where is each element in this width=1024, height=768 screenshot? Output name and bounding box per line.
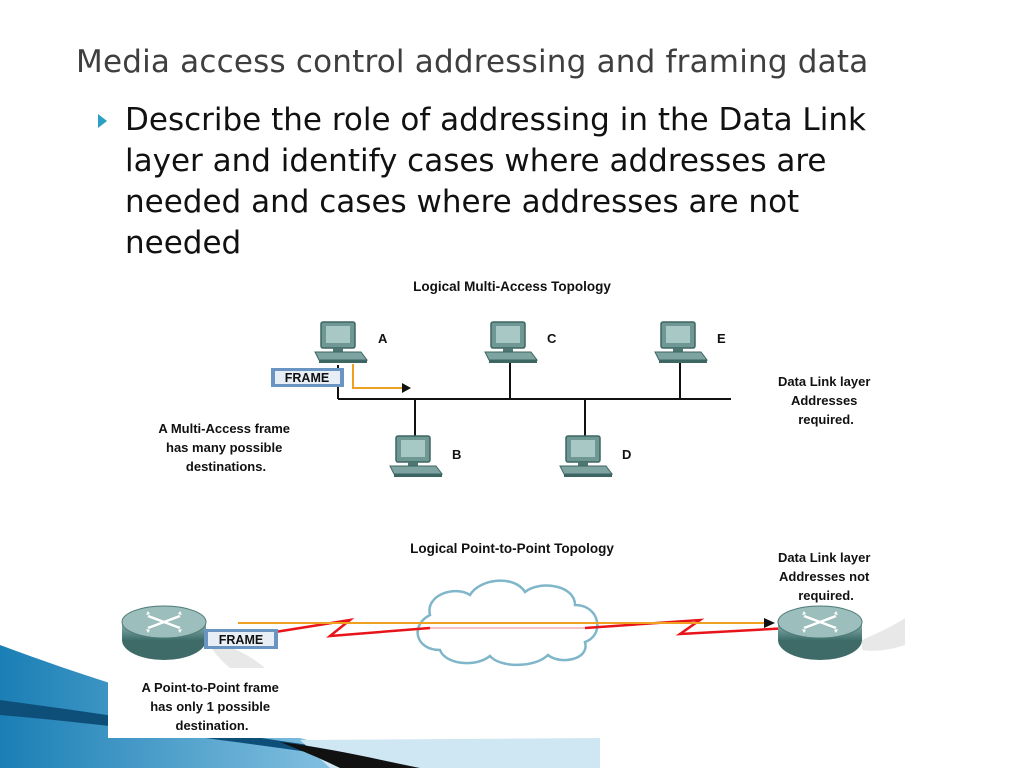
bullet-arrow-icon	[98, 114, 107, 128]
frame-badge-multi: FRAME	[271, 368, 344, 387]
slide-title: Media access control addressing and fram…	[76, 44, 869, 80]
multi-access-heading: Logical Multi-Access Topology	[413, 279, 611, 294]
frame-arrow	[352, 364, 402, 389]
point-to-point-heading: Logical Point-to-Point Topology	[410, 541, 614, 556]
router-right-icon	[777, 605, 905, 660]
bullet-item: Describe the role of addressing in the D…	[98, 100, 938, 264]
node-label-e: E	[717, 331, 726, 346]
svg-text:FRAME: FRAME	[285, 371, 329, 385]
node-label-b: B	[452, 447, 461, 462]
multi-access-note: A Multi-Access frame has many possible d…	[158, 421, 293, 474]
addresses-not-required-note: Data Link layer Addresses not required.	[778, 550, 874, 603]
node-label-a: A	[378, 331, 388, 346]
bullet-text: Describe the role of addressing in the D…	[125, 102, 866, 261]
node-label-d: D	[622, 447, 631, 462]
point-to-point-note: A Point-to-Point frame has only 1 possib…	[141, 680, 282, 733]
frame-badge-p2p: FRAME	[204, 629, 278, 649]
svg-text:FRAME: FRAME	[219, 633, 263, 647]
addresses-required-note: Data Link layer Addresses required.	[778, 374, 874, 427]
node-label-c: C	[547, 331, 557, 346]
